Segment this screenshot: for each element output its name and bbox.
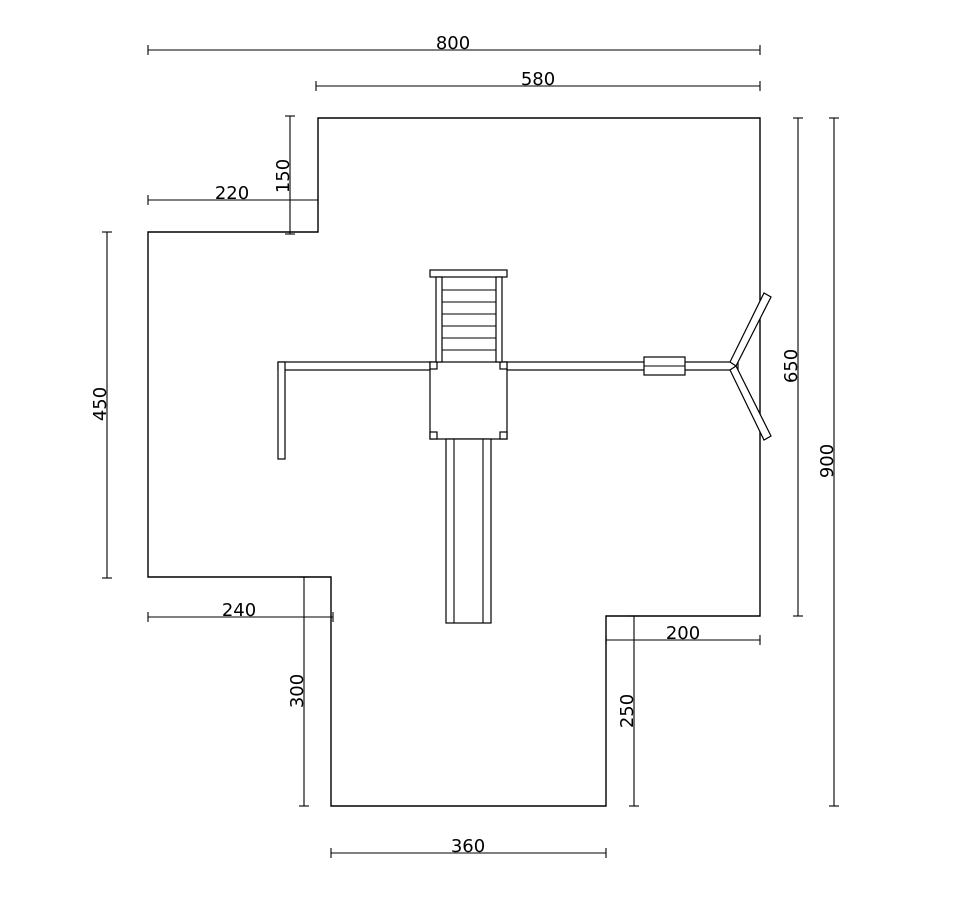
dim-top-total: 800 [147,33,761,55]
dim-label-800: 800 [436,33,470,54]
dim-bottom-right-height: 250 [617,615,639,807]
dim-label-200: 200 [666,623,700,644]
dim-label-240: 240 [222,600,256,621]
dim-label-450: 450 [90,387,111,421]
play-structure [277,269,772,624]
dim-notch-height: 150 [273,115,295,235]
dim-label-220: 220 [215,183,249,204]
dim-bottom-left-width: 240 [147,600,334,622]
site-outline [147,117,761,807]
tower-post-br [499,431,508,440]
dim-notch-width: 220 [147,183,319,205]
tower-post-tl [429,361,438,370]
ladder [429,269,508,363]
tower-post-bl [429,431,438,440]
dim-bottom-left-height: 300 [287,576,309,807]
dim-label-650: 650 [781,349,802,383]
left-beam [277,361,432,371]
dim-label-300: 300 [287,674,308,708]
dim-label-580: 580 [521,69,555,90]
dim-right-height: 650 [781,117,803,617]
left-beam-leg [277,361,286,460]
a-frame-leg-lower [729,365,772,441]
slide [445,438,492,624]
dim-total-height: 900 [817,117,839,807]
tower-post-tr [499,361,508,370]
dim-top-inner: 580 [315,69,761,91]
dim-bottom-right-width: 200 [605,623,761,645]
dim-label-250: 250 [617,694,638,728]
dim-label-900: 900 [817,444,838,478]
dim-label-150: 150 [273,159,294,193]
tower-platform [429,361,508,440]
dim-label-360: 360 [451,836,485,857]
dim-bottom-width: 360 [330,836,607,858]
a-frame-leg-upper [729,292,772,367]
dim-left-height: 450 [90,231,112,579]
right-beam [504,361,739,371]
